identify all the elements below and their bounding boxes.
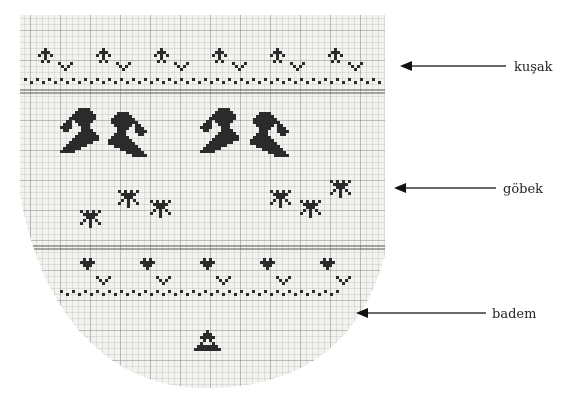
label-kusak: kuşak <box>514 60 553 75</box>
arrow-kusak <box>400 61 506 71</box>
pattern-chart <box>15 10 390 395</box>
label-badem: badem <box>492 307 536 322</box>
label-gobek: göbek <box>503 182 543 197</box>
arrow-gobek <box>394 183 496 193</box>
arrow-badem <box>356 308 486 318</box>
